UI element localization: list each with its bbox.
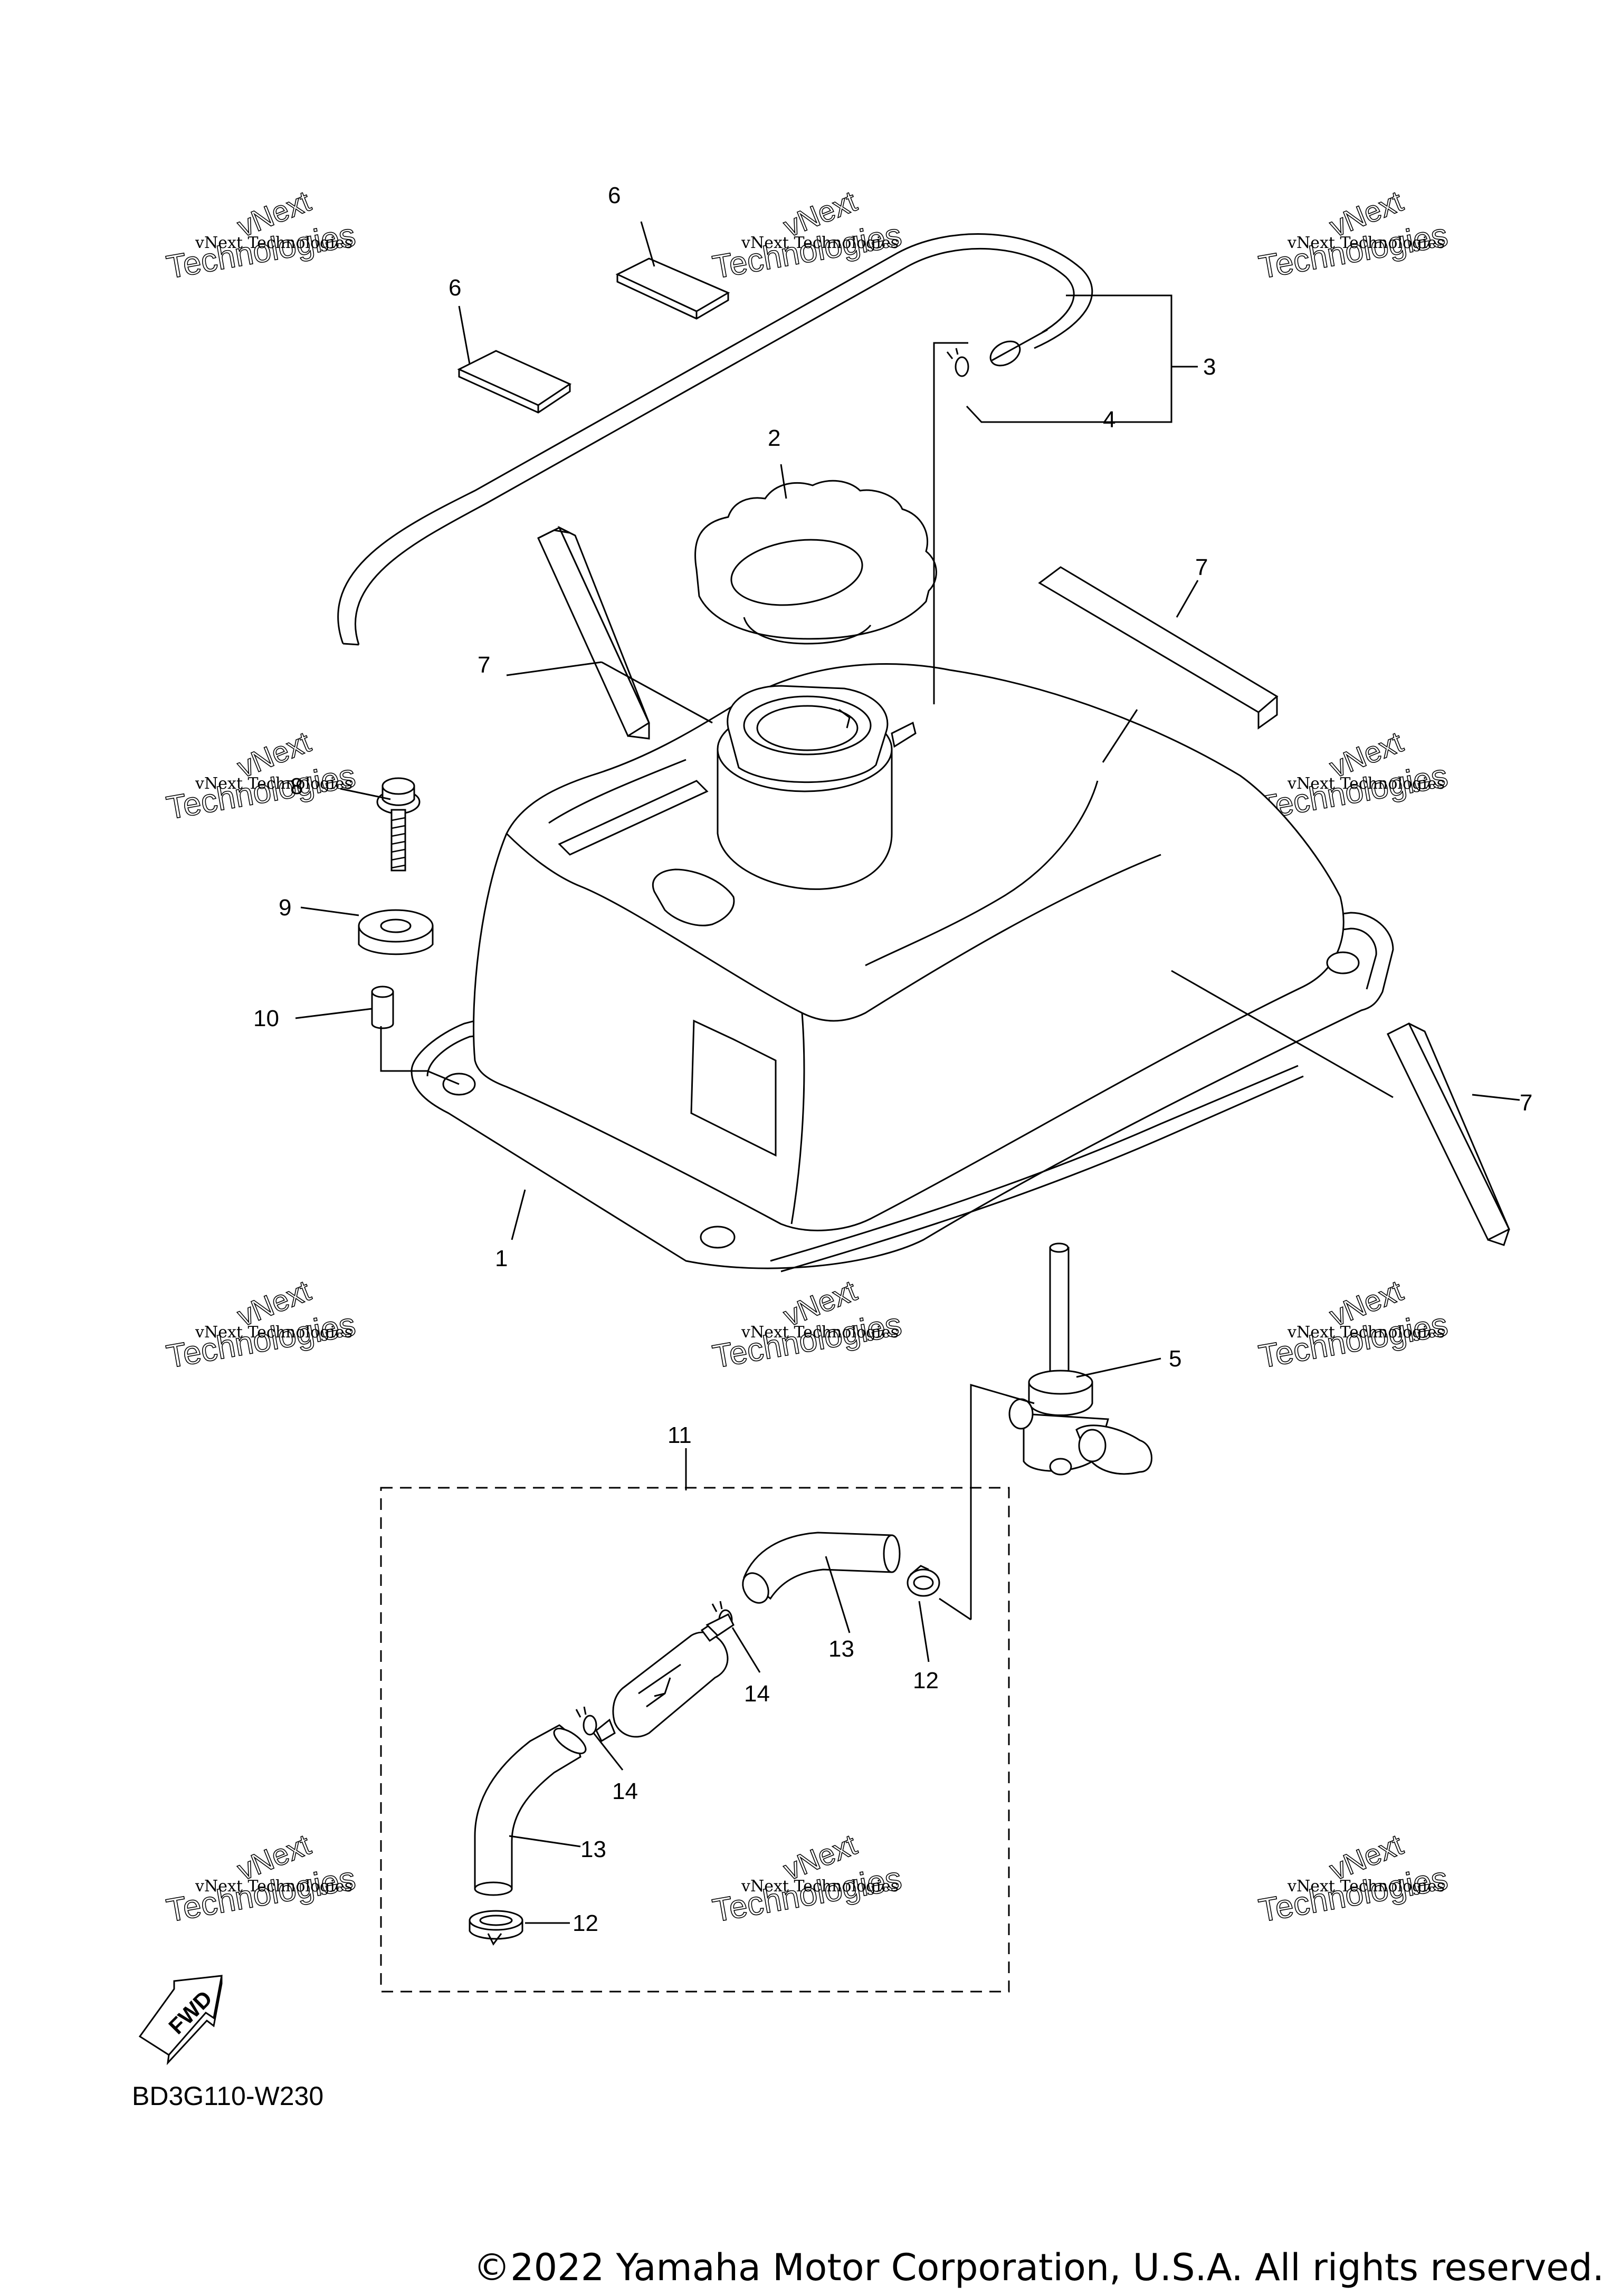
collar-part-10[interactable] — [371, 986, 394, 1029]
svg-text:vNext Technologies: vNext Technologies — [1287, 774, 1445, 793]
label-part-2[interactable]: 2 — [768, 425, 780, 451]
clamp-part-12-lower[interactable] — [469, 1910, 523, 1946]
label-part-6-lower[interactable]: 6 — [449, 275, 461, 301]
watermark: vNext Technologies Technologies vNext — [164, 1273, 359, 1375]
clamp-part-12-upper[interactable] — [907, 1565, 940, 1597]
pad-part-6-lower[interactable] — [457, 350, 572, 414]
part-labels: 6 6 3 4 2 7 7 7 8 9 10 1 5 11 13 12 14 1… — [253, 183, 1532, 1936]
fuel-hose-part-13-upper[interactable] — [738, 1532, 901, 1608]
watermark: vNext Technologies Technologies vNext — [1256, 724, 1451, 827]
grommet-part-9[interactable] — [358, 909, 434, 955]
label-part-7-left[interactable]: 7 — [478, 652, 490, 678]
watermark: vNext Technologies Technologies vNext — [1256, 184, 1451, 286]
label-part-13-upper[interactable]: 13 — [828, 1636, 854, 1662]
label-part-3[interactable]: 3 — [1203, 354, 1216, 380]
watermark: vNext Technologies Technologies vNext — [164, 184, 359, 286]
watermark: vNext Technologies Technologies vNext — [1256, 1827, 1451, 1929]
fuel-filter-kit-part-11[interactable] — [380, 1487, 1010, 1993]
svg-text:vNext Technologies: vNext Technologies — [741, 1877, 899, 1896]
svg-text:vNext Technologies: vNext Technologies — [1287, 1323, 1445, 1342]
label-part-8[interactable]: 8 — [290, 773, 303, 799]
filler-neck — [717, 685, 917, 890]
damper-part-7-lower[interactable] — [1387, 1022, 1510, 1246]
label-part-11[interactable]: 11 — [668, 1422, 692, 1448]
fuel-cap-part-2[interactable] — [694, 480, 937, 645]
svg-text:vNext Technologies: vNext Technologies — [195, 234, 352, 252]
watermark: vNext Technologies Technologies vNext — [164, 1827, 359, 1929]
svg-text:vNext Technologies: vNext Technologies — [195, 1323, 352, 1342]
fuel-cock-part-5[interactable] — [1008, 1242, 1152, 1476]
copyright-notice: ©2022 Yamaha Motor Corporation, U.S.A. A… — [473, 2246, 1604, 2289]
svg-text:vNext Technologies: vNext Technologies — [1287, 234, 1445, 252]
svg-text:vNext Technologies: vNext Technologies — [195, 1877, 352, 1896]
label-part-7-right[interactable]: 7 — [1195, 554, 1208, 580]
label-part-14-upper[interactable]: 14 — [744, 1681, 770, 1707]
label-part-14-lower[interactable]: 14 — [612, 1778, 638, 1804]
label-part-13-lower[interactable]: 13 — [580, 1836, 606, 1862]
damper-part-7-right[interactable] — [1038, 566, 1279, 730]
watermark: vNext Technologies Technologies vNext — [1256, 1273, 1451, 1375]
svg-text:vNext Technologies: vNext Technologies — [741, 234, 899, 252]
fuel-hose-part-13-lower[interactable] — [474, 1724, 589, 1896]
clip-part-4[interactable] — [946, 348, 969, 377]
label-part-4[interactable]: 4 — [1103, 407, 1115, 433]
svg-text:vNext Technologies: vNext Technologies — [741, 1323, 899, 1342]
label-part-6-upper[interactable]: 6 — [608, 183, 621, 208]
breather-hose-part-3[interactable] — [337, 233, 1093, 646]
fwd-arrow-icon: FWD — [138, 1975, 223, 2065]
watermark: vNext Technologies Technologies vNext — [164, 724, 359, 827]
label-part-10[interactable]: 10 — [253, 1006, 279, 1031]
svg-text:vNext Technologies: vNext Technologies — [1287, 1877, 1445, 1896]
fuel-filter[interactable] — [595, 1613, 735, 1743]
label-part-5[interactable]: 5 — [1169, 1346, 1181, 1372]
clip-part-14-lower[interactable] — [575, 1706, 597, 1736]
diagram-code: BD3G110-W230 — [132, 2081, 323, 2111]
damper-part-7-left[interactable] — [537, 525, 650, 740]
watermark: vNext Technologies Technologies vNext — [710, 1273, 905, 1375]
watermark: vNext Technologies Technologies vNext — [710, 1827, 905, 1929]
fuel-tank-part-1[interactable] — [411, 663, 1394, 1273]
watermark: vNext Technologies Technologies vNext — [710, 184, 905, 286]
label-part-7-lower[interactable]: 7 — [1520, 1090, 1532, 1116]
bolt-part-8[interactable] — [376, 777, 421, 872]
label-part-12-upper[interactable]: 12 — [913, 1668, 939, 1694]
svg-text:vNext Technologies: vNext Technologies — [195, 774, 352, 793]
label-part-12-lower[interactable]: 12 — [573, 1910, 598, 1936]
pad-part-6-upper[interactable] — [615, 257, 730, 320]
leader-lines — [295, 221, 1520, 1924]
label-part-1[interactable]: 1 — [495, 1246, 508, 1271]
label-part-9[interactable]: 9 — [279, 895, 291, 921]
